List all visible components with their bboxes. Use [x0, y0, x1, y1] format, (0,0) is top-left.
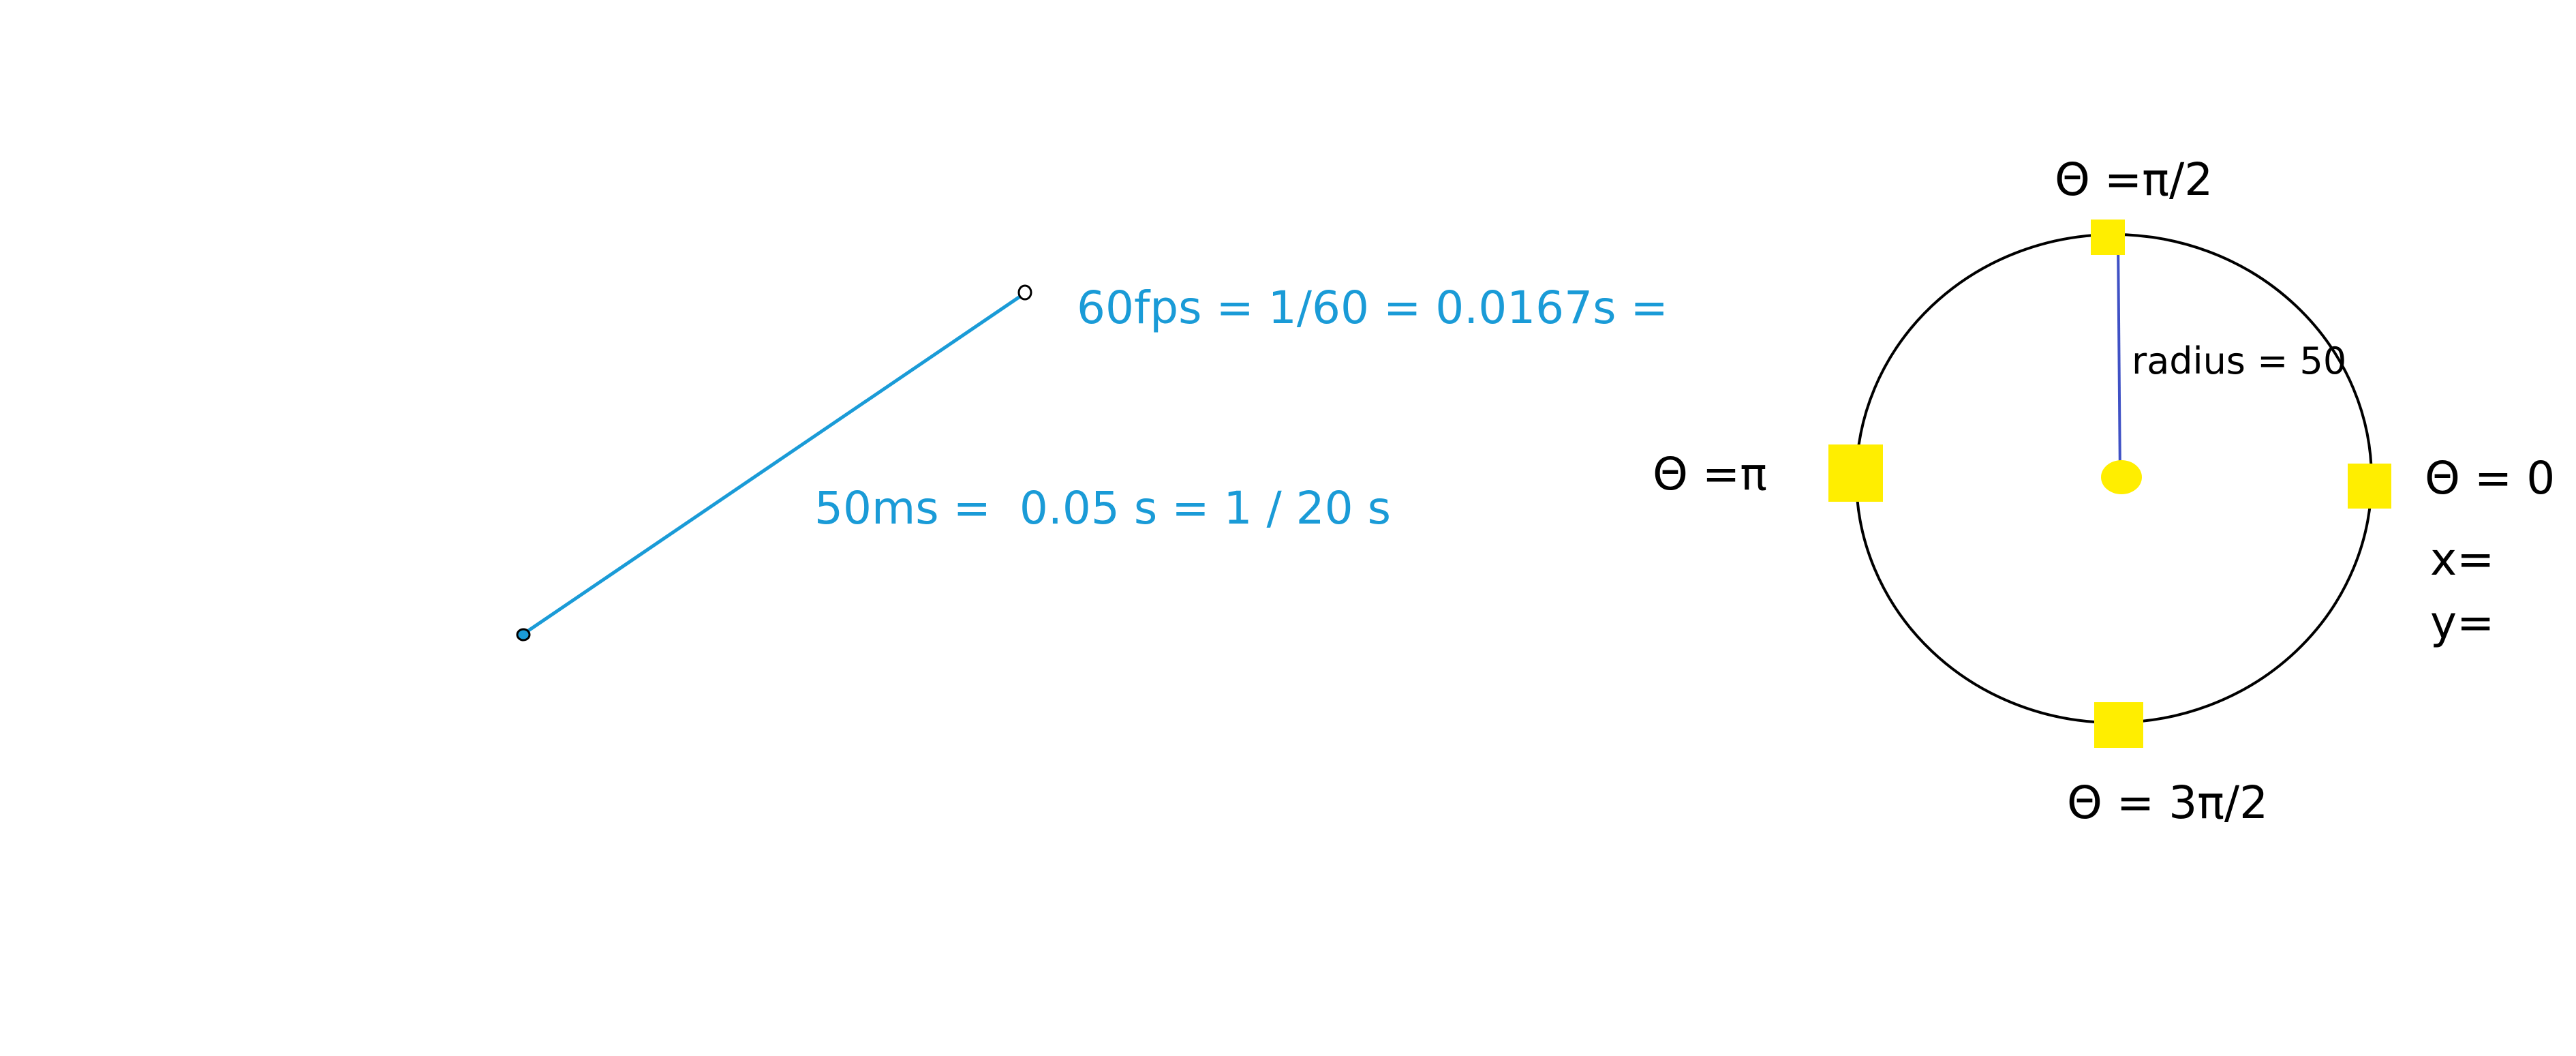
marker-theta-half-pi[interactable] [2091, 220, 2125, 255]
label-x-eq: x= [2430, 533, 2494, 586]
label-theta-half-pi: Θ =π/2 [2055, 153, 2213, 206]
time-line-segment [522, 291, 1026, 636]
line-end-point[interactable] [1017, 284, 1032, 301]
label-radius: radius = 50 [2132, 340, 2346, 382]
label-theta-three-half-pi: Θ = 3π/2 [2067, 776, 2268, 829]
label-y-eq: y= [2430, 597, 2494, 649]
radius-line [2117, 239, 2121, 478]
center-point[interactable] [2101, 460, 2142, 494]
ms-equation: 50ms = 0.05 s = 1 / 20 s [814, 482, 1391, 534]
marker-theta-zero[interactable] [2348, 464, 2391, 509]
marker-theta-pi[interactable] [1828, 444, 1883, 502]
label-theta-pi: Θ =π [1653, 448, 1767, 500]
line-start-point[interactable] [516, 628, 531, 642]
marker-theta-three-half-pi[interactable] [2094, 702, 2143, 748]
fps-equation: 60fps = 1/60 = 0.0167s = [1077, 282, 1668, 334]
label-theta-zero: Θ = 0 [2425, 452, 2555, 504]
